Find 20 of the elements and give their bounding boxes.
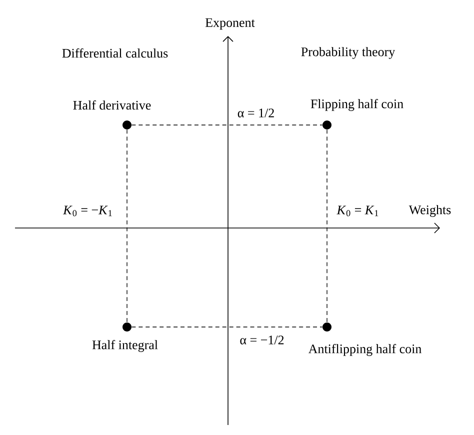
quadrant-label: Differential calculus: [62, 48, 168, 58]
dashed-line: [131, 326, 323, 328]
point-marker: [322, 120, 332, 130]
point-marker: [122, 120, 132, 130]
axis-label: Weights: [408, 205, 451, 217]
value-label: K$_{0}$ = K$_{1}$: [336, 206, 378, 216]
dashed-line: [131, 124, 323, 126]
point-marker: [322, 322, 332, 332]
quadrant-label: Probability theory: [301, 47, 396, 59]
value-label: α = −1/2: [240, 336, 284, 344]
value-label: α = 1/2: [238, 108, 274, 118]
value-label: K$_{0}$ = −K$_{1}$: [63, 206, 112, 216]
point-label: Half integral: [92, 340, 158, 352]
axis-label: Exponent: [205, 18, 255, 30]
point-label: Half derivative: [73, 100, 151, 110]
point-label: Antiflipping half coin: [308, 344, 422, 356]
point-label: Flipping half coin: [310, 99, 404, 111]
dashed-line: [126, 129, 128, 323]
dashed-line: [326, 129, 328, 323]
point-marker: [122, 322, 132, 332]
